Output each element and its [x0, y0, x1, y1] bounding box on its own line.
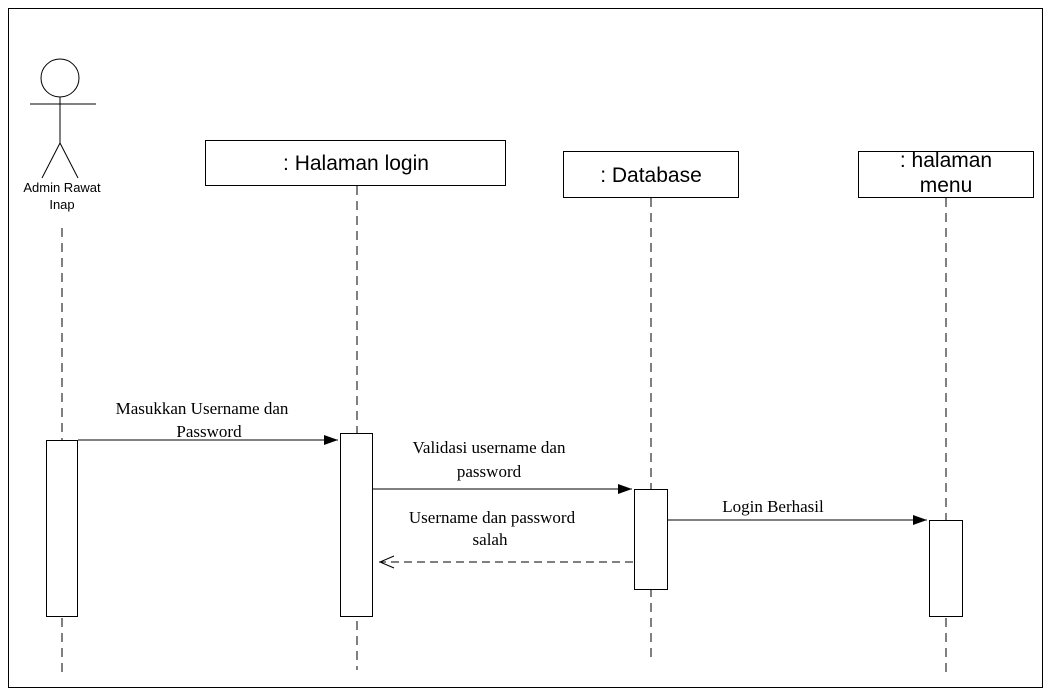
actor-leg-right [59, 142, 79, 179]
message-validate-label-line2: password [457, 462, 522, 481]
object-login-page-label: : Halaman login [283, 152, 429, 175]
activation-database [634, 489, 668, 590]
message-validate-label-line1: Validasi username dan [413, 438, 566, 457]
actor-name-line1: Admin Rawat [23, 180, 101, 195]
message-login-failed-label-line2: salah [473, 530, 508, 549]
object-menu-page-label-line2: menu [920, 174, 973, 197]
object-database-label: : Database [600, 164, 702, 187]
actor-admin: Admin Rawat Inap [23, 58, 101, 212]
message-login-failed-arrowhead [378, 555, 395, 569]
activation-actor [46, 440, 78, 617]
object-menu-page-label-line1: : halaman [900, 149, 992, 172]
diagram-frame [8, 8, 1043, 688]
message-login-failed: Username dan password salah [378, 508, 633, 569]
actor-leg-left [41, 142, 61, 179]
message-enter-credentials-label-line2: Password [176, 422, 242, 441]
activation-login-page [340, 433, 373, 617]
activation-menu-page [929, 520, 963, 617]
message-enter-credentials-label-line1: Masukkan Username dan [116, 399, 289, 418]
actor-head [40, 58, 80, 98]
object-menu-page: : halaman menu [858, 149, 1034, 198]
actor-name-line2: Inap [49, 197, 74, 212]
message-validate: Validasi username dan password [373, 438, 632, 494]
message-login-success: Login Berhasil [668, 497, 927, 525]
object-database: : Database [563, 151, 739, 198]
message-login-success-label: Login Berhasil [722, 497, 824, 516]
message-login-failed-label-line1: Username dan password [409, 508, 576, 527]
object-login-page: : Halaman login [205, 140, 506, 186]
message-enter-credentials: Masukkan Username dan Password [78, 399, 338, 445]
